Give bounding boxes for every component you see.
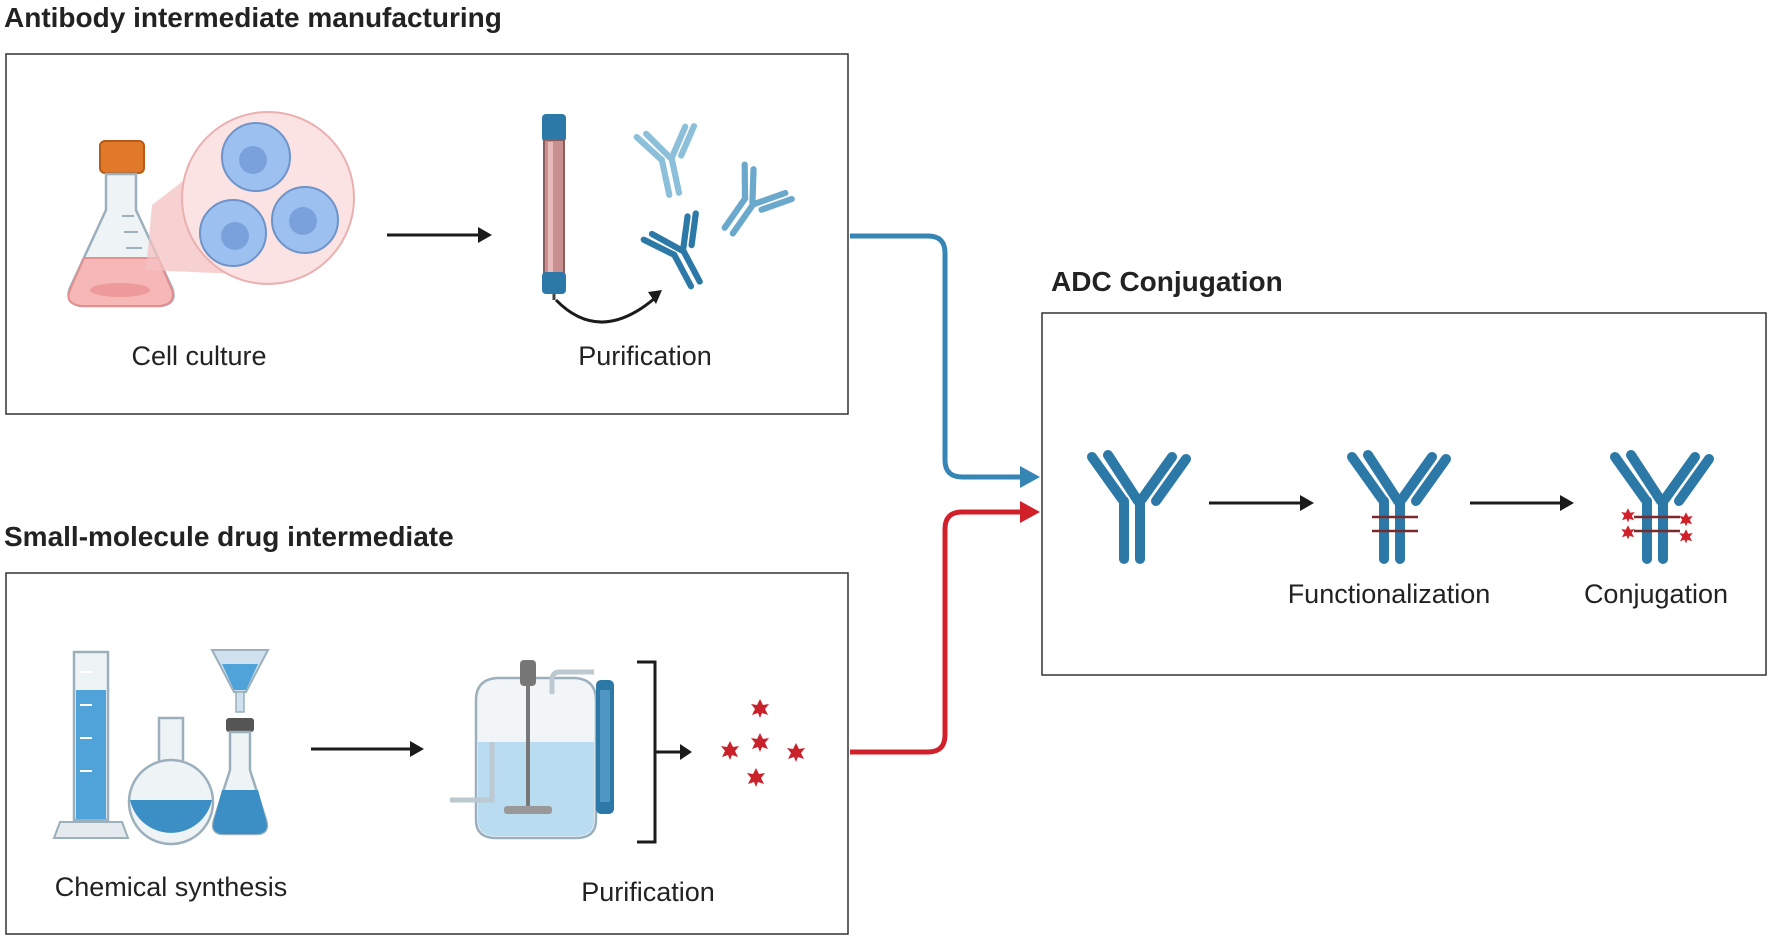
antibody-icon (636, 124, 793, 296)
antibody-icon (1092, 455, 1186, 559)
round-flask-icon (127, 716, 215, 846)
bracket (637, 660, 692, 844)
functionalization-label: Functionalization (1288, 579, 1491, 609)
cell-culture-label: Cell culture (131, 341, 266, 371)
process-arrow (1209, 495, 1314, 511)
column-icon (596, 680, 614, 814)
antibody-purification-label: Purification (578, 341, 712, 371)
column-icon (542, 114, 566, 300)
antibody-panel (5, 53, 849, 415)
cell-icon (181, 111, 355, 285)
functionalized-antibody-icon (1352, 455, 1446, 559)
process-arrow (311, 741, 424, 757)
drug-flow-connector (850, 501, 1040, 755)
chemical-synthesis-label: Chemical synthesis (55, 872, 288, 902)
adc-panel (1041, 312, 1767, 676)
small-molecule-section-title: Small-molecule drug intermediate (4, 521, 454, 552)
antibody-flow-connector (850, 233, 1040, 488)
process-arrow (387, 227, 492, 243)
small-molecule-panel (5, 572, 849, 935)
adc-section-title: ADC Conjugation (1051, 266, 1283, 297)
process-arrow (1470, 495, 1574, 511)
filtration-icon (210, 649, 270, 836)
reactor-icon (450, 660, 598, 840)
conjugated-antibody-icon (1615, 455, 1709, 559)
cylinder-icon (52, 650, 130, 839)
conjugation-label: Conjugation (1584, 579, 1728, 609)
transfer-arrow (554, 290, 662, 324)
antibody-section-title: Antibody intermediate manufacturing (4, 2, 502, 33)
drug-molecule-icon (721, 699, 805, 787)
drug-purification-label: Purification (581, 877, 715, 907)
